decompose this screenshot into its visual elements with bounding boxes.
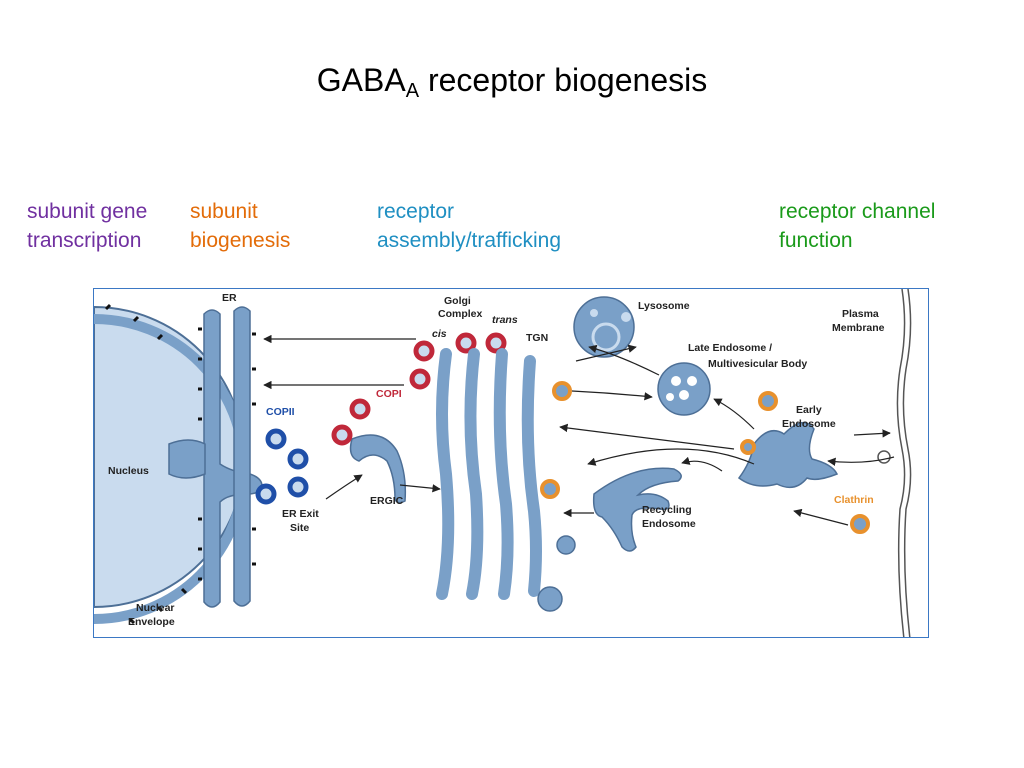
caption-line: transcription [27, 229, 142, 252]
label-plasma: Plasma [842, 308, 879, 320]
caption-subunit-gene-transcription: subunit gene transcription [27, 197, 147, 255]
title-main: GABA [316, 62, 406, 98]
label-nuclear-envelope: Envelope [128, 616, 175, 628]
label-membrane: Membrane [832, 322, 885, 334]
label-multivesicular-body: Multivesicular Body [708, 358, 807, 370]
tgn-clathrin-vesicles [540, 381, 572, 499]
clathrin-vesicle [850, 514, 870, 534]
caption-line: receptor [377, 200, 455, 223]
caption-line: biogenesis [190, 229, 291, 252]
label-cis: cis [432, 328, 447, 340]
caption-receptor-assembly: receptor assembly/trafficking [377, 197, 561, 255]
label-nucleus: Nucleus [108, 465, 149, 477]
label-late-endosome: Late Endosome / [688, 342, 772, 354]
late-endosome [657, 362, 711, 416]
early-endosome [737, 421, 839, 489]
biogenesis-diagram: ER Golgi Complex cis trans TGN Lysosome … [93, 288, 929, 638]
caption-subunit-biogenesis: subunit biogenesis [190, 197, 290, 255]
label-golgi: Golgi [444, 295, 471, 307]
label-clathrin: Clathrin [834, 494, 874, 506]
label-nuclear: Nuclear [136, 602, 175, 614]
recycling-endosome [592, 467, 682, 552]
label-er-exit: ER Exit [282, 508, 319, 520]
label-endosome: Endosome [782, 418, 836, 430]
copi-vesicles [331, 332, 507, 446]
golgi-complex [436, 348, 542, 600]
label-early: Early [796, 404, 822, 416]
label-trans: trans [492, 314, 518, 326]
ergic [349, 434, 407, 504]
label-golgi-complex: Complex [438, 308, 483, 320]
ribosome-dots [104, 303, 188, 625]
caption-receptor-channel-function: receptor channel function [779, 197, 935, 255]
lysosome [573, 296, 635, 358]
caption-line: function [779, 229, 853, 252]
er [168, 306, 263, 608]
label-copii: COPII [266, 406, 295, 418]
caption-line: receptor channel [779, 200, 936, 223]
caption-line: subunit gene [27, 200, 148, 223]
label-lysosome: Lysosome [638, 300, 690, 312]
early-endosome-clathrin [740, 391, 778, 455]
diagram-svg: ER Golgi Complex cis trans TGN Lysosome … [94, 289, 912, 637]
label-recycling: Recycling [642, 504, 692, 516]
title-rest: receptor biogenesis [419, 62, 708, 98]
plasma-membrane [896, 289, 906, 637]
er-ribosomes [198, 327, 256, 581]
label-er-exit-site: Site [290, 522, 309, 534]
label-tgn: TGN [526, 332, 548, 344]
label-recycling-endosome: Endosome [642, 518, 696, 530]
caption-line: assembly/trafficking [377, 229, 562, 252]
caption-line: subunit [190, 200, 258, 223]
tgn [537, 535, 576, 612]
label-er: ER [222, 292, 237, 304]
label-copi: COPI [376, 388, 402, 400]
title-subscript: A [405, 80, 420, 102]
label-ergic: ERGIC [370, 495, 404, 507]
copii-vesicles [255, 428, 309, 505]
page-title: GABAA receptor biogenesis [0, 62, 1024, 103]
trafficking-arrows [263, 334, 895, 526]
